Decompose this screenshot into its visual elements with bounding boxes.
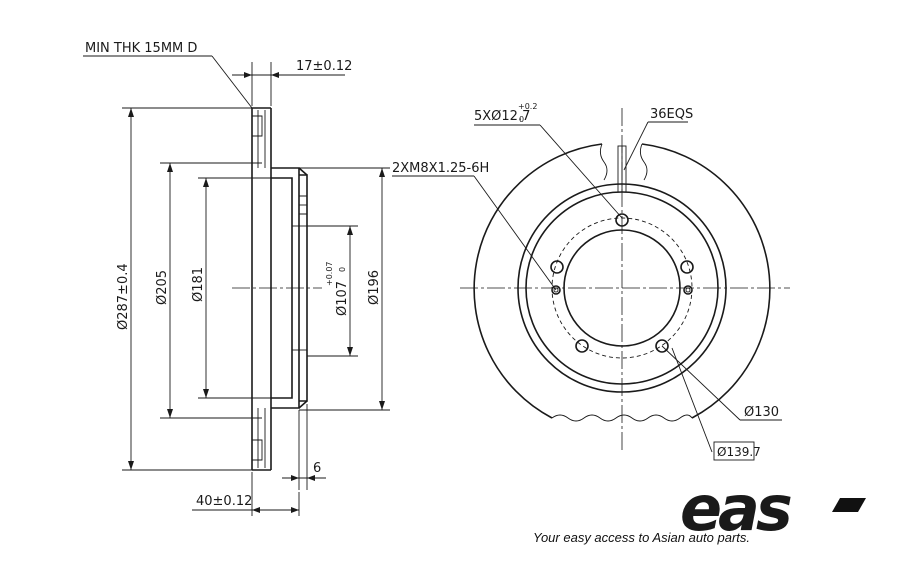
- min-thickness-label: MIN THK 15MM D: [85, 41, 197, 56]
- eas-logo: eas: [680, 472, 791, 545]
- outer-diameter-label: Ø287±0.4: [116, 263, 131, 330]
- rotor-width-label: 17±0.12: [296, 59, 352, 74]
- tagline: Your easy access to Asian auto parts.: [533, 530, 750, 545]
- bolt-holes: [550, 213, 694, 353]
- dia-196-label: Ø196: [367, 270, 382, 305]
- dia-130-label: Ø130: [744, 405, 779, 420]
- center-bore-label: Ø107: [335, 281, 350, 316]
- bolt-tol-upper: +0.2: [518, 102, 537, 111]
- hat-thickness-label: 6: [313, 461, 321, 476]
- threaded-holes-label: 2XM8X1.25-6H: [392, 161, 489, 176]
- center-bore-tol-lower: 0: [338, 267, 347, 272]
- vanes-label: 36EQS: [650, 107, 693, 122]
- center-bore-tol-upper: +0.07: [325, 261, 334, 286]
- brand-logo: eas: [680, 472, 866, 545]
- dia-205-label: Ø205: [155, 270, 170, 305]
- bolt-holes-label: 5XØ12.7: [474, 109, 530, 124]
- dia-181-label: Ø181: [191, 267, 206, 302]
- overall-height-label: 40±0.12: [196, 494, 252, 509]
- front-view: 5XØ12.7 +0.2 0 36EQS 2XM8X1.25-6H Ø130 Ø…: [392, 102, 790, 461]
- threaded-holes: [551, 285, 693, 295]
- side-section-view: MIN THK 15MM D 17±0.12 Ø287±0.4 Ø205 Ø18…: [83, 41, 390, 516]
- pcd-label: Ø139.7: [717, 445, 761, 459]
- bolt-tol-lower: 0: [519, 115, 524, 124]
